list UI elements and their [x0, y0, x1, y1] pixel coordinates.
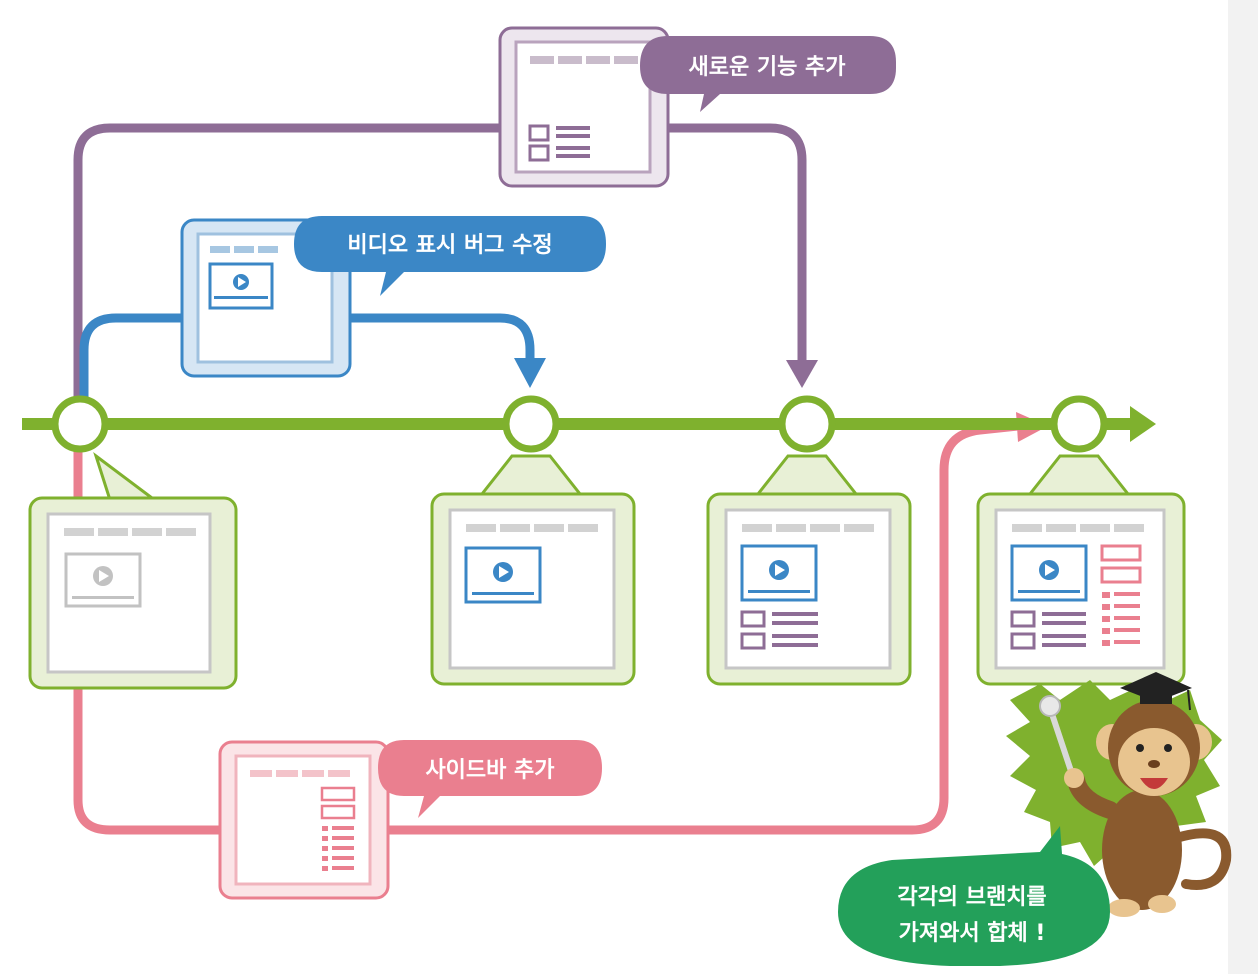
commit-card-video-fix: [430, 454, 636, 686]
commit-card-base: [28, 451, 238, 690]
commit-card-sidebar-merge: [976, 454, 1186, 686]
merge-label-line2: 가져와서 합체 !: [899, 920, 1046, 946]
commit-card-feature-merge: [706, 454, 912, 686]
commit-node-sidebar-merge: [1050, 395, 1108, 453]
sidebar-branch-card: [218, 740, 390, 900]
merge-label-line1: 각각의 브랜치를: [897, 885, 1046, 910]
commit-node-base: [51, 395, 109, 453]
feature-label-bubble: 새로운 기능 추가: [640, 36, 896, 112]
commit-node-video-fix: [502, 395, 560, 453]
monkey-mascot-icon: [1006, 672, 1232, 917]
video-label-bubble: 비디오 표시 버그 수정: [294, 216, 606, 296]
video-branch-arrow: [514, 358, 546, 388]
video-label: 비디오 표시 버그 수정: [347, 233, 552, 258]
feature-label: 새로운 기능 추가: [689, 55, 846, 80]
feature-branch-arrow: [786, 360, 818, 388]
commit-node-feature-merge: [778, 395, 836, 453]
sidebar-label: 사이드바 추가: [425, 758, 554, 783]
feature-branch-line: [73, 123, 807, 420]
sidebar-branch-line: [73, 421, 1019, 835]
right-edge-strip: [1228, 0, 1258, 974]
feature-branch-card: [498, 26, 670, 188]
merge-speech-bubble: 각각의 브랜치를 가져와서 합체 !: [838, 826, 1110, 966]
sidebar-label-bubble: 사이드바 추가: [378, 740, 602, 818]
play-icon: [238, 277, 246, 287]
main-branch-arrow: [1130, 406, 1156, 442]
